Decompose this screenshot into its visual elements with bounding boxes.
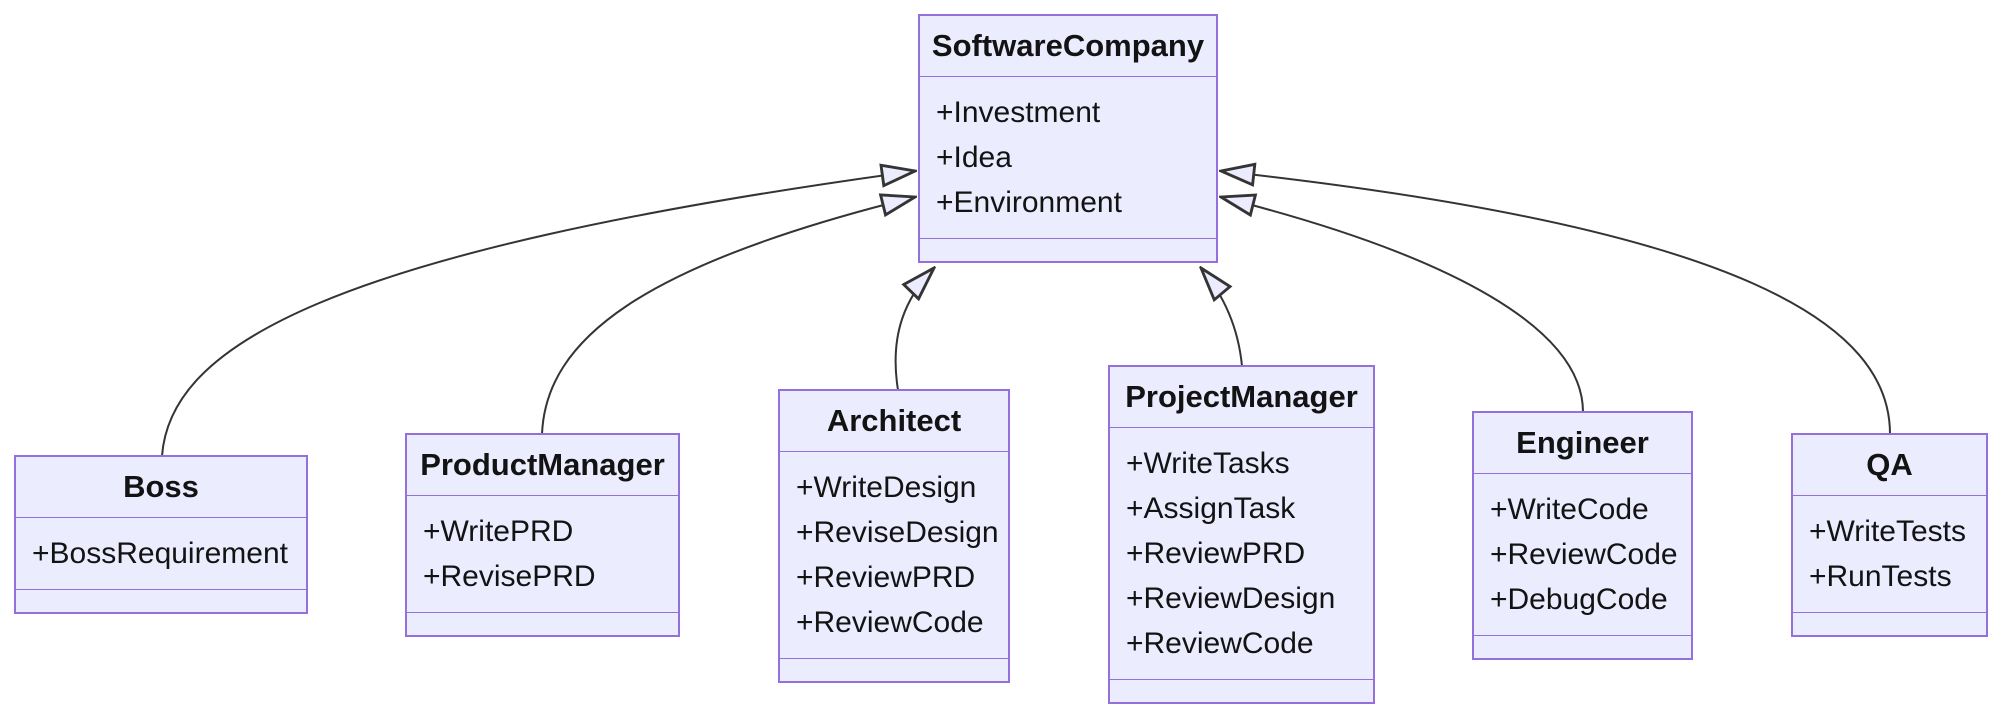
class-attribute: +ReviewCode — [1126, 627, 1314, 660]
inheritance-edge-architect — [894, 268, 934, 391]
class-title: Architect — [780, 391, 1008, 452]
class-title: ProjectManager — [1110, 367, 1373, 428]
class-title: QA — [1793, 435, 1986, 496]
class-attribute: +WriteDesign — [796, 471, 977, 504]
class-methods-empty — [16, 589, 306, 612]
class-methods-empty — [407, 612, 678, 635]
class-methods-empty — [920, 238, 1216, 261]
class-attribute: +WriteTests — [1809, 515, 1966, 548]
class-qa: QA +WriteTests +RunTests — [1791, 433, 1988, 637]
class-title: ProductManager — [407, 435, 678, 496]
inheritance-edge-boss — [161, 171, 915, 457]
class-boss: Boss +BossRequirement — [14, 455, 308, 614]
class-attribute: +AssignTask — [1126, 492, 1296, 525]
class-attributes: +WritePRD +RevisePRD — [407, 496, 678, 612]
inheritance-edge-engineer — [1221, 197, 1584, 413]
class-attribute: +ReviewPRD — [1126, 537, 1306, 570]
class-attribute: +ReviewCode — [1490, 538, 1678, 571]
class-attribute: +DebugCode — [1490, 583, 1668, 616]
class-productmanager: ProductManager +WritePRD +RevisePRD — [405, 433, 680, 637]
class-architect: Architect +WriteDesign +ReviseDesign +Re… — [778, 389, 1010, 683]
class-attributes: +Investment +Idea +Environment — [920, 77, 1216, 238]
class-attribute: +ReviewPRD — [796, 561, 976, 594]
class-attribute: +Idea — [936, 141, 1012, 174]
class-attributes: +WriteDesign +ReviseDesign +ReviewPRD +R… — [780, 452, 1008, 658]
class-methods-empty — [1474, 635, 1691, 658]
class-attribute: +RevisePRD — [423, 560, 596, 593]
class-attribute: +WriteTasks — [1126, 447, 1290, 480]
class-engineer: Engineer +WriteCode +ReviewCode +DebugCo… — [1472, 411, 1693, 660]
class-title: Boss — [16, 457, 306, 518]
class-attribute: +BossRequirement — [32, 537, 288, 570]
inheritance-edge-qa — [1221, 171, 1891, 435]
class-title: Engineer — [1474, 413, 1691, 474]
class-attribute: +ReviseDesign — [796, 516, 999, 549]
class-methods-empty — [780, 658, 1008, 681]
inheritance-edge-projectmanager — [1201, 268, 1243, 367]
class-attribute: +Environment — [936, 186, 1122, 219]
class-attributes: +WriteTests +RunTests — [1793, 496, 1986, 612]
inheritance-edge-productmanager — [541, 197, 915, 435]
class-methods-empty — [1110, 679, 1373, 702]
class-softwarecompany: SoftwareCompany +Investment +Idea +Envir… — [918, 14, 1218, 263]
class-methods-empty — [1793, 612, 1986, 635]
class-attribute: +ReviewDesign — [1126, 582, 1336, 615]
class-attribute: +WritePRD — [423, 515, 574, 548]
class-title: SoftwareCompany — [920, 16, 1216, 77]
class-attributes: +WriteCode +ReviewCode +DebugCode — [1474, 474, 1691, 635]
class-attribute: +WriteCode — [1490, 493, 1649, 526]
class-attribute: +RunTests — [1809, 560, 1952, 593]
class-attribute: +ReviewCode — [796, 606, 984, 639]
class-projectmanager: ProjectManager +WriteTasks +AssignTask +… — [1108, 365, 1375, 704]
class-attributes: +WriteTasks +AssignTask +ReviewPRD +Revi… — [1110, 428, 1373, 679]
class-attribute: +Investment — [936, 96, 1101, 129]
class-attributes: +BossRequirement — [16, 518, 306, 589]
